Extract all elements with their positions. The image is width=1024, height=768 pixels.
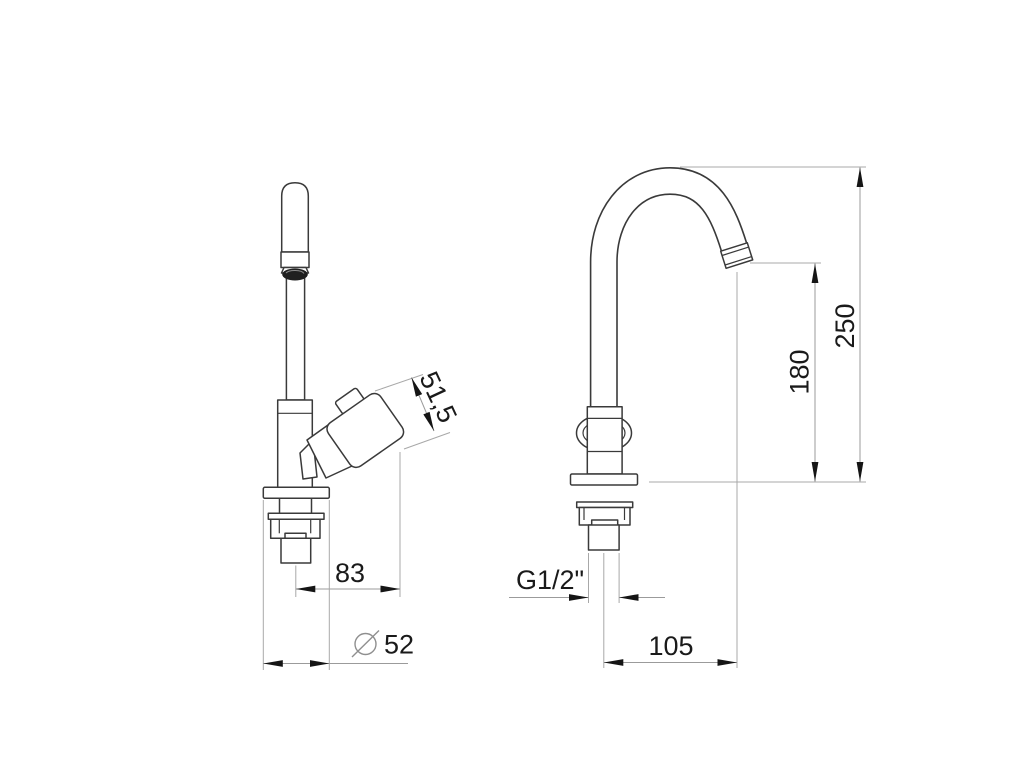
diameter-symbol (351, 630, 380, 658)
mounting-nut (269, 518, 321, 540)
dim-thread-size: G1/2" (509, 553, 665, 603)
dim-thread-size-label: G1/2" (516, 565, 584, 595)
dim-base-diameter: 52 (262, 500, 414, 670)
extension-line (374, 374, 424, 392)
dim-total-height-label: 250 (830, 303, 860, 348)
base-flange (569, 473, 639, 486)
handle (326, 387, 405, 469)
dim-base-diameter-label: 52 (384, 630, 414, 660)
gooseneck-spout-fill (591, 168, 746, 410)
dimension-line (411, 377, 435, 432)
mounting-nut (578, 506, 631, 526)
diameter-symbol-slash (351, 630, 380, 658)
spout-nozzle (719, 242, 754, 270)
spout-ring (280, 251, 310, 269)
front-view (569, 166, 754, 551)
dimension-annotations: 51,5 83 52 G1/2" (262, 166, 866, 670)
inlet-pipe (280, 537, 312, 564)
handle-knob (326, 392, 405, 469)
body-column (586, 405, 623, 475)
dim-outlet-height-label: 180 (785, 349, 815, 394)
dim-total-height: 250 (649, 166, 866, 483)
spout-tip (280, 181, 310, 253)
diameter-symbol-circle (354, 632, 377, 656)
dim-outlet-height: 180 (750, 262, 821, 482)
spout-tube (285, 275, 306, 401)
nozzle-band-line (721, 246, 749, 257)
dim-handle-reach: 83 (295, 452, 401, 597)
inlet-pipe (587, 524, 620, 551)
dim-handle-reach-label: 83 (335, 558, 365, 588)
base-flange (262, 486, 331, 500)
mounting-nut-plate (575, 501, 634, 509)
side-view (262, 181, 405, 564)
dim-spout-reach-label: 105 (648, 631, 693, 661)
base-column (278, 497, 313, 515)
aerator-highlight (285, 270, 305, 274)
dim-handle-length-label: 51,5 (413, 367, 462, 427)
extension-line (403, 432, 451, 450)
mounting-nut-plate (267, 512, 325, 521)
dim-spout-reach: 105 (603, 272, 738, 668)
nozzle-band-line (724, 256, 752, 266)
